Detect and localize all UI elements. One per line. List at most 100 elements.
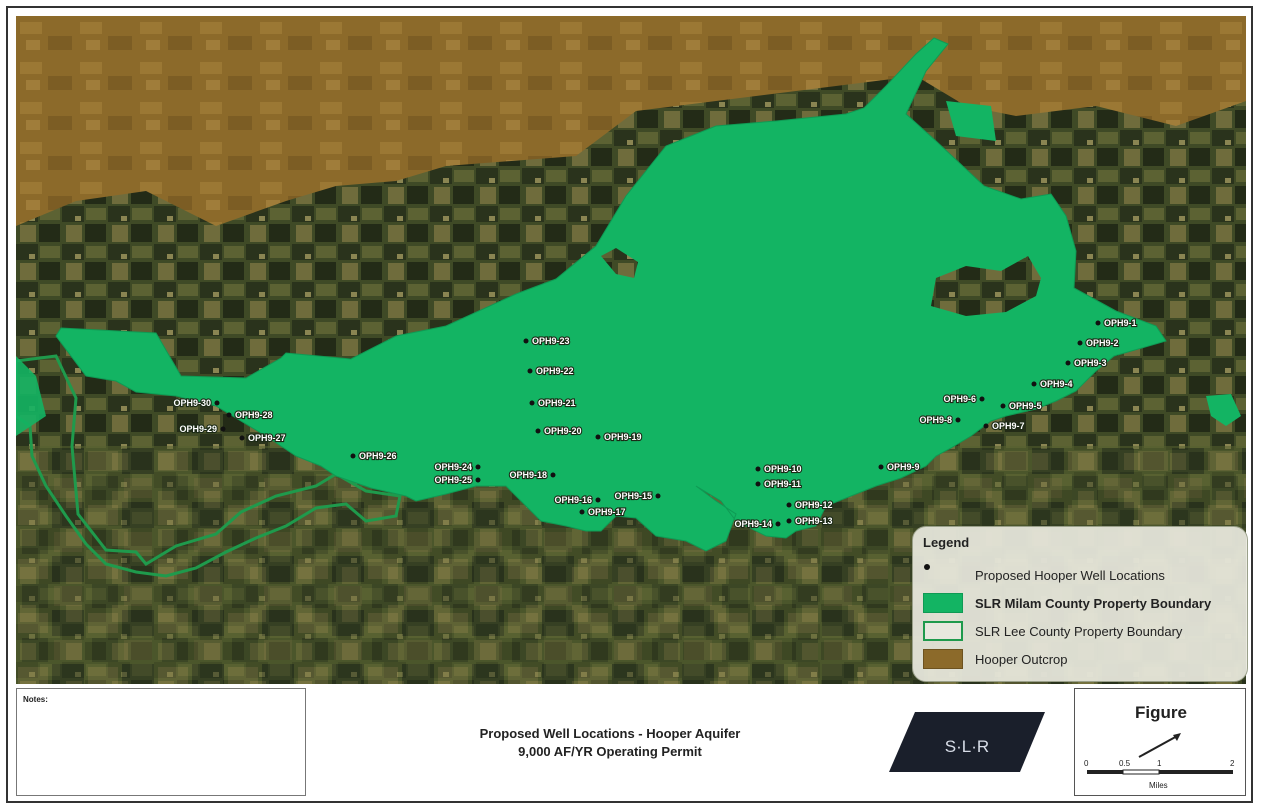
well-label: OPH9-7: [992, 421, 1025, 431]
scale-bar: [1087, 769, 1233, 775]
well-label: OPH9-10: [764, 464, 802, 474]
well-marker[interactable]: [655, 493, 661, 499]
well-marker[interactable]: [786, 502, 792, 508]
well-label: OPH9-19: [604, 432, 642, 442]
well-marker[interactable]: [523, 338, 529, 344]
well-label: OPH9-26: [359, 451, 397, 461]
well-label: OPH9-5: [1009, 401, 1042, 411]
well-marker[interactable]: [755, 481, 761, 487]
well-label: OPH9-2: [1086, 338, 1119, 348]
map-subtitle: 9,000 AF/YR Operating Permit: [518, 744, 702, 759]
well-label: OPH9-20: [544, 426, 582, 436]
well-label: OPH9-8: [919, 415, 952, 425]
legend-item-wells: Proposed Hooper Well Locations: [923, 563, 1165, 587]
legend-item-outcrop: Hooper Outcrop: [923, 647, 1068, 671]
well-marker[interactable]: [979, 396, 985, 402]
well-marker[interactable]: [786, 518, 792, 524]
well-marker[interactable]: [529, 400, 535, 406]
well-marker[interactable]: [214, 400, 220, 406]
well-label: OPH9-6: [943, 394, 976, 404]
well-marker[interactable]: [550, 472, 556, 478]
well-marker[interactable]: [1077, 340, 1083, 346]
well-marker[interactable]: [755, 466, 761, 472]
well-label: OPH9-18: [509, 470, 547, 480]
well-marker[interactable]: [239, 435, 245, 441]
scale-label-2: 1: [1157, 759, 1162, 768]
well-dot-icon: [923, 564, 963, 585]
legend-item-lee: SLR Lee County Property Boundary: [923, 619, 1182, 643]
figure-label: Figure: [1135, 703, 1187, 722]
well-label: OPH9-13: [795, 516, 833, 526]
logo-text: S·L·R: [945, 737, 989, 756]
well-label: OPH9-22: [536, 366, 574, 376]
well-marker[interactable]: [775, 521, 781, 527]
excluded-parcel-small: [601, 248, 638, 278]
slr-logo: S·L·R: [889, 712, 1045, 772]
tan-fill-square-icon: [923, 649, 963, 669]
green-fill-square-icon: [923, 593, 963, 613]
well-marker[interactable]: [579, 509, 585, 515]
well-marker[interactable]: [1095, 320, 1101, 326]
well-marker[interactable]: [535, 428, 541, 434]
legend-label: Hooper Outcrop: [975, 651, 1068, 667]
notes-box: Notes:: [16, 688, 306, 796]
well-label: OPH9-24: [434, 462, 472, 472]
scale-label-1: 0.5: [1119, 759, 1131, 768]
well-locations: OPH9-1OPH9-2OPH9-3OPH9-4OPH9-5OPH9-6OPH9…: [172, 317, 1137, 530]
milam-fragment-west: [16, 356, 46, 436]
well-label: OPH9-16: [554, 495, 592, 505]
legend-label: SLR Lee County Property Boundary: [975, 623, 1183, 639]
well-label: OPH9-27: [248, 433, 286, 443]
well-marker[interactable]: [955, 417, 961, 423]
well-marker[interactable]: [1000, 403, 1006, 409]
well-label: OPH9-25: [434, 475, 472, 485]
well-marker[interactable]: [595, 434, 601, 440]
legend-label: SLR Milam County Property Boundary: [975, 595, 1212, 611]
well-label: OPH9-17: [588, 507, 626, 517]
well-label: OPH9-21: [538, 398, 576, 408]
map-legend: Legend Proposed Hooper Well Locations SL…: [912, 526, 1248, 682]
well-label: OPH9-12: [795, 500, 833, 510]
well-marker[interactable]: [226, 412, 232, 418]
legend-title: Legend: [923, 535, 970, 550]
milam-fragment-east: [1206, 394, 1241, 426]
well-label: OPH9-29: [179, 424, 217, 434]
well-marker[interactable]: [350, 453, 356, 459]
legend-item-milam: SLR Milam County Property Boundary: [923, 591, 1211, 615]
well-label: OPH9-9: [887, 462, 920, 472]
milam-fragment-north: [946, 101, 996, 141]
scale-label-0: 0: [1084, 759, 1089, 768]
well-label: OPH9-11: [764, 479, 801, 489]
notes-label: Notes:: [23, 695, 48, 704]
green-outline-square-icon: [923, 621, 963, 641]
excluded-parcel: [931, 256, 1041, 316]
lee-county-boundary: [16, 354, 402, 578]
figure-box: Figure 0 0.5 1 2 Miles: [1074, 688, 1246, 796]
well-label: OPH9-15: [614, 491, 652, 501]
well-label: OPH9-28: [235, 410, 273, 420]
well-marker[interactable]: [595, 497, 601, 503]
legend-label: Proposed Hooper Well Locations: [975, 567, 1165, 583]
well-marker[interactable]: [983, 423, 989, 429]
well-marker[interactable]: [1065, 360, 1071, 366]
map-title: Proposed Well Locations - Hooper Aquifer: [479, 726, 741, 741]
well-marker[interactable]: [878, 464, 884, 470]
well-label: OPH9-3: [1074, 358, 1107, 368]
well-label: OPH9-4: [1040, 379, 1073, 389]
hooper-outcrop-area: [16, 16, 1246, 226]
well-label: OPH9-14: [734, 519, 772, 529]
well-label: OPH9-30: [173, 398, 211, 408]
well-label: OPH9-23: [532, 336, 570, 346]
well-label: OPH9-1: [1104, 318, 1137, 328]
well-marker[interactable]: [1031, 381, 1037, 387]
milam-county-boundary: [55, 37, 1167, 552]
well-marker[interactable]: [475, 464, 481, 470]
well-marker[interactable]: [527, 368, 533, 374]
scale-unit: Miles: [1149, 781, 1168, 790]
scale-label-3: 2: [1230, 759, 1235, 768]
title-block: Proposed Well Locations - Hooper Aquifer…: [310, 688, 1070, 796]
north-arrow-icon: [1138, 733, 1181, 758]
well-marker[interactable]: [475, 477, 481, 483]
well-marker[interactable]: [220, 426, 226, 432]
